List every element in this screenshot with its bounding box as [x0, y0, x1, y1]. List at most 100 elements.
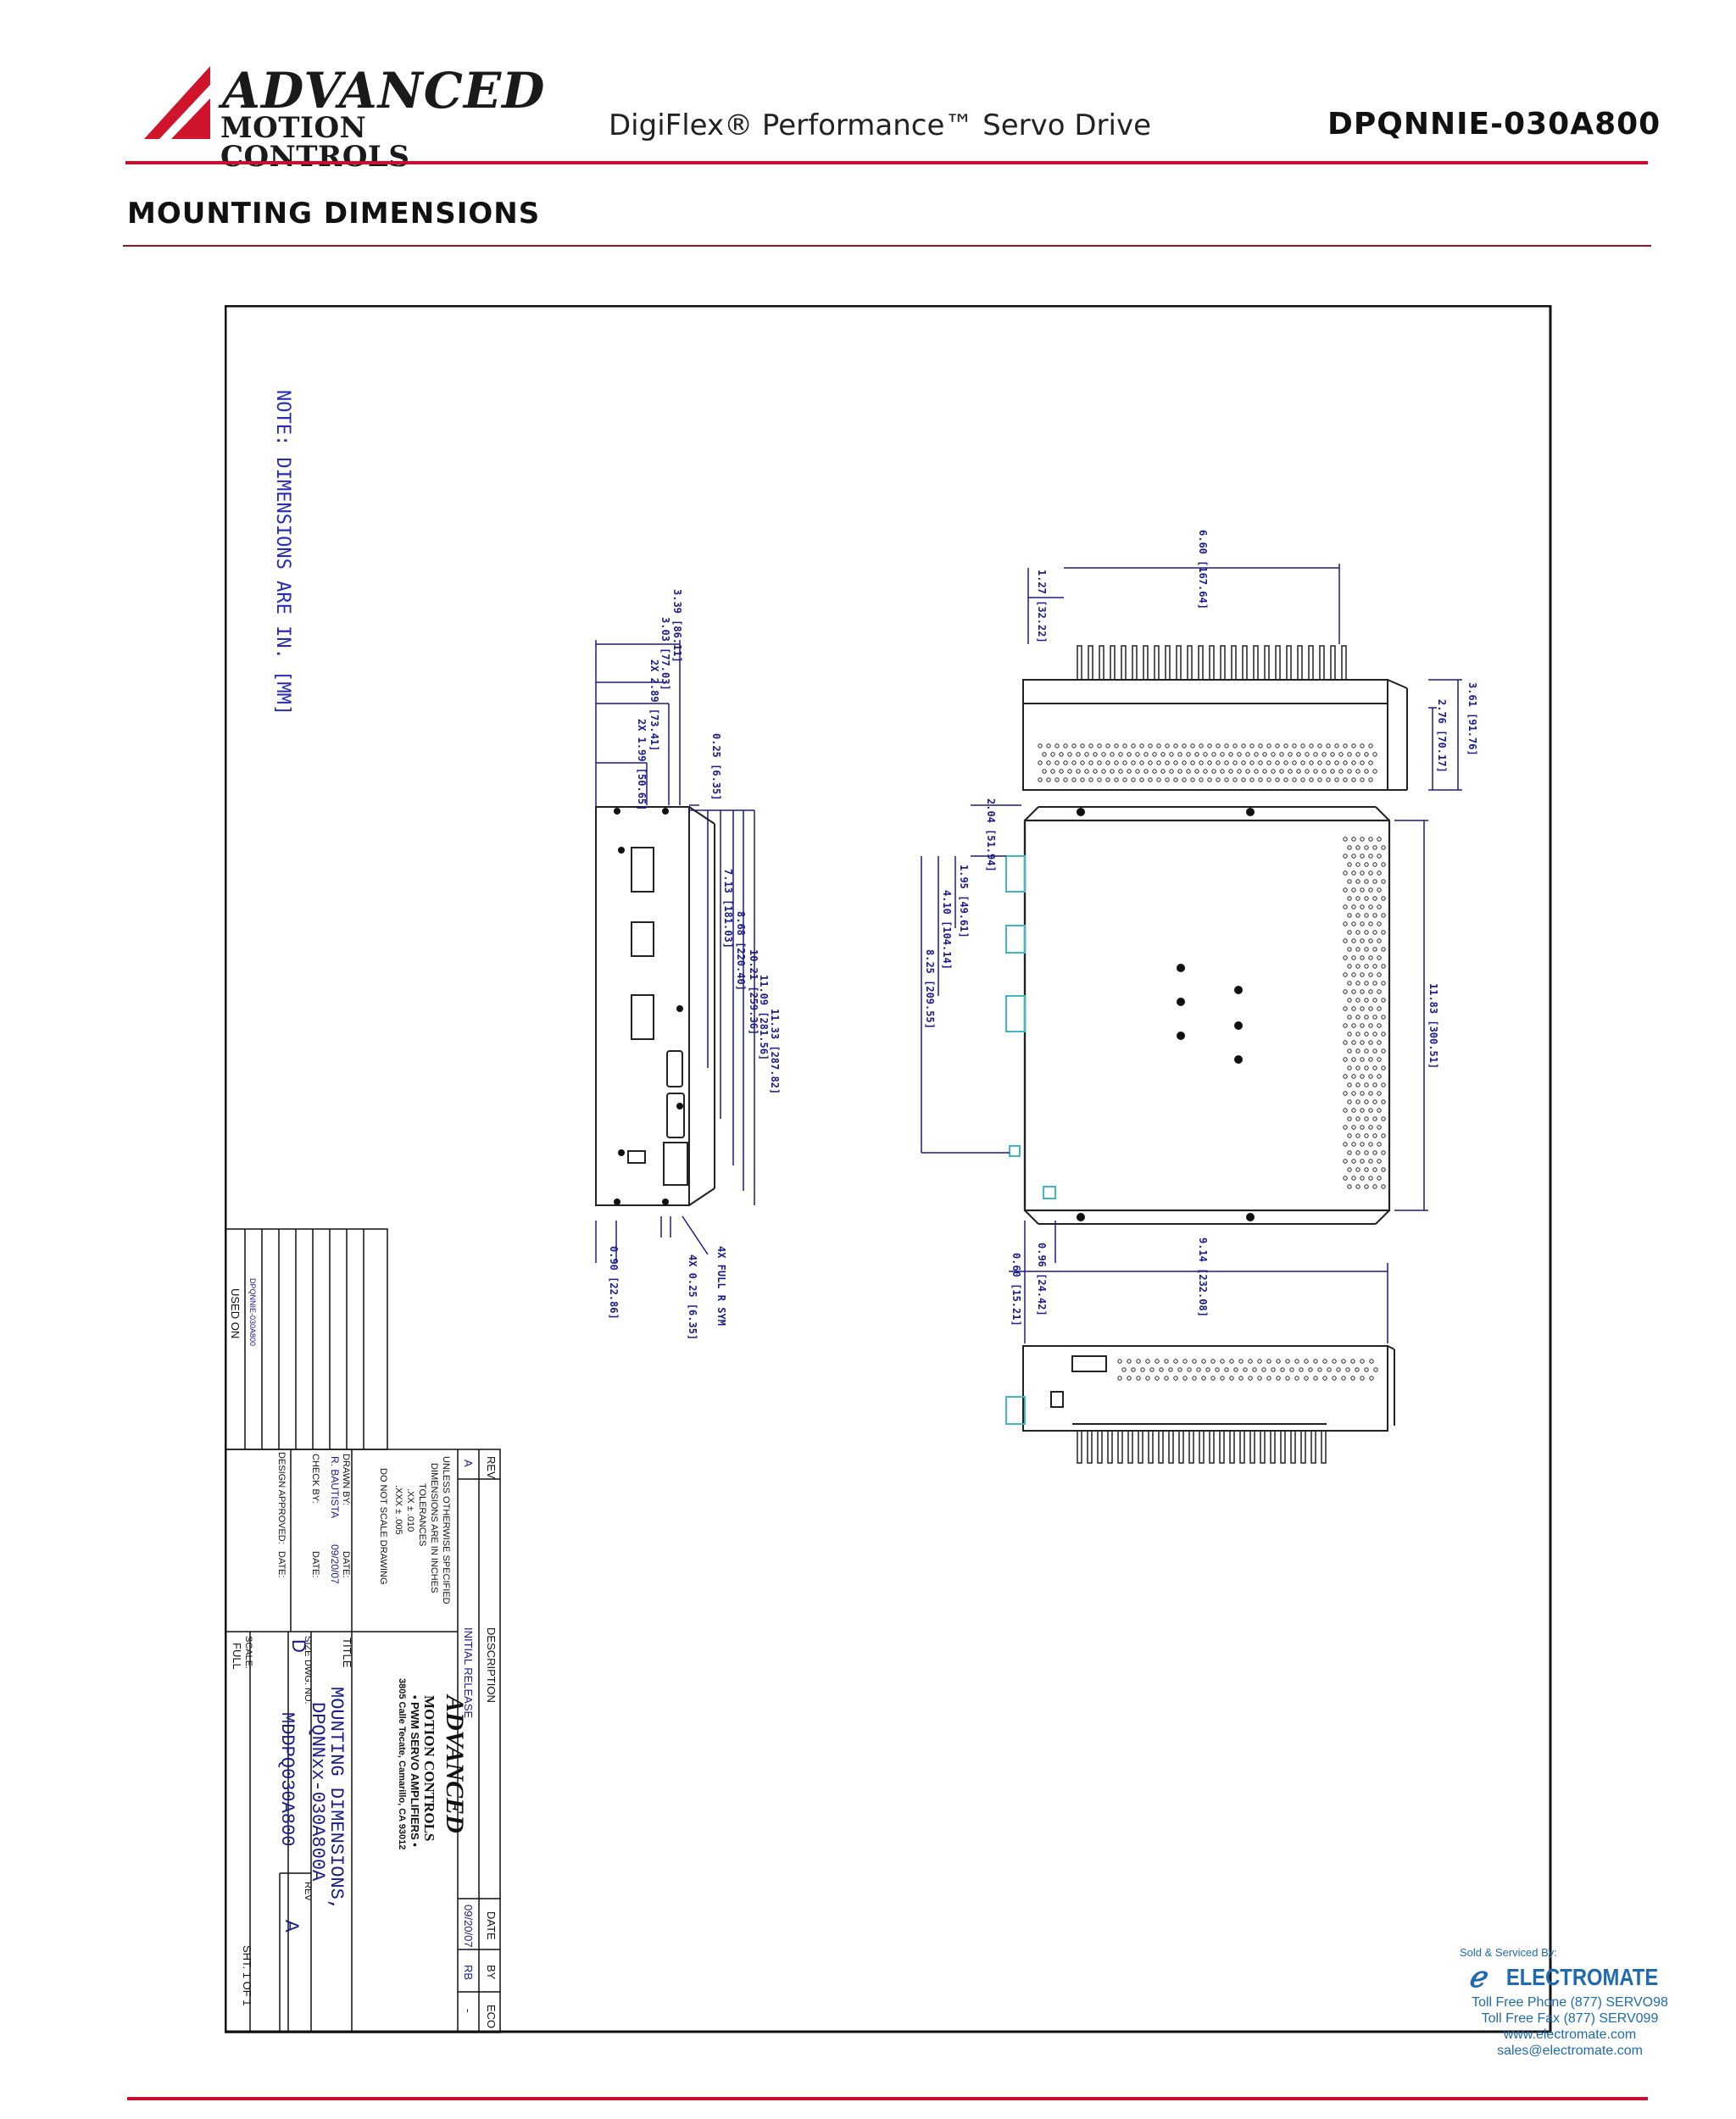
vent-hole [1296, 769, 1301, 774]
vent-hole [1360, 1108, 1365, 1113]
vent-hole [1304, 1376, 1309, 1381]
side-view-detail [1343, 837, 1386, 1189]
front-dim-2: 3.03 [77.03] [659, 617, 671, 691]
vent-hole [1042, 769, 1047, 774]
heatsink-fin [1132, 645, 1138, 681]
vent-hole [1377, 1040, 1382, 1045]
vent-hole [1360, 1074, 1365, 1079]
vent-hole [1127, 1376, 1132, 1381]
tb-by-value: RB [462, 1965, 475, 1980]
vent-hole [1368, 1142, 1373, 1147]
vent-hole [1377, 1057, 1382, 1062]
vent-hole [1038, 743, 1043, 748]
vent-hole [1368, 1159, 1373, 1164]
vent-hole [1360, 972, 1365, 977]
vent-hole [1347, 896, 1352, 901]
vent-hole [1351, 837, 1356, 842]
front-dim-9: 11.09 [281.56] [758, 975, 770, 1060]
vent-hole [1285, 1376, 1290, 1381]
vent-hole [1076, 752, 1081, 757]
vent-hole [1364, 896, 1369, 901]
vent-hole [1294, 1376, 1299, 1381]
vent-hole [1271, 1367, 1276, 1372]
side-dim-2: 1.95 [49.61] [958, 865, 970, 938]
heatsink-fin [1239, 1430, 1245, 1464]
heatsink-fin [1110, 645, 1116, 681]
heatsink-fin [1107, 1430, 1113, 1464]
vent-hole [1347, 752, 1352, 757]
vent-hole [1377, 989, 1382, 994]
vent-hole [1377, 1006, 1382, 1011]
phone-text: Toll Free Phone (877) SERVO98 [1472, 1995, 1668, 2010]
vent-hole [1211, 769, 1216, 774]
heatsink-fin [1321, 1430, 1327, 1464]
vent-hole [1187, 1367, 1192, 1372]
tb-scale-label: SCALE: [243, 1636, 253, 1669]
vent-hole [1364, 1082, 1369, 1087]
vent-hole [1364, 1116, 1369, 1121]
vent-hole [1347, 981, 1352, 986]
vent-hole [1364, 1048, 1369, 1054]
vent-hole [1355, 862, 1360, 867]
vent-hole [1351, 1006, 1356, 1011]
vent-hole [1351, 887, 1356, 893]
email-link[interactable]: sales@electromate.com [1497, 2044, 1643, 2058]
vent-hole [1364, 1184, 1369, 1189]
vent-hole [1261, 1367, 1266, 1372]
vent-hole [1155, 1376, 1160, 1381]
web-link[interactable]: www.electromate.com [1503, 2027, 1637, 2042]
heatsink-fin [1097, 1430, 1103, 1464]
vent-hole [1343, 837, 1348, 842]
vent-hole [1372, 862, 1377, 867]
tb-design-date-label: DATE: [276, 1551, 287, 1578]
heatsink-fin [1330, 645, 1336, 681]
vent-hole [1326, 777, 1331, 782]
vent-hole [1156, 777, 1161, 782]
vent-hole [1347, 998, 1352, 1003]
tb-by-header: BY [485, 1965, 498, 1980]
vent-hole [1118, 752, 1123, 757]
vent-hole [1360, 904, 1365, 909]
vent-hole [1377, 1159, 1382, 1164]
vent-hole [1292, 760, 1297, 765]
vent-hole [1360, 1376, 1365, 1381]
vent-hole [1258, 743, 1263, 748]
title-block [225, 1228, 501, 2033]
vent-hole [1360, 1125, 1365, 1130]
tb-scale-value: FULL [231, 1643, 243, 1670]
vent-hole [1355, 947, 1360, 952]
vent-hole [1220, 1359, 1225, 1364]
vent-hole [1368, 887, 1373, 893]
vent-hole [1114, 760, 1119, 765]
vent-hole [1063, 777, 1068, 782]
vent-hole [1177, 769, 1182, 774]
heatsink-fin [1275, 645, 1281, 681]
header-rule [125, 161, 1648, 164]
vent-hole [1229, 1376, 1234, 1381]
vent-hole [1127, 752, 1132, 757]
vent-hole [1097, 743, 1102, 748]
vent-hole [1347, 1032, 1352, 1037]
vent-hole [1241, 743, 1246, 748]
vent-hole [1093, 769, 1098, 774]
top-dim-1: 6.60 [167.64] [1197, 530, 1209, 609]
vent-hole [1372, 1167, 1377, 1172]
vent-hole [1330, 769, 1335, 774]
tb-title-label: TITLE [341, 1638, 353, 1668]
vent-hole [1343, 938, 1348, 943]
tb-rev-value: A [462, 1460, 475, 1467]
heatsink-fin [1242, 645, 1248, 681]
vent-hole [1207, 760, 1212, 765]
vent-hole [1131, 1367, 1136, 1372]
vent-hole [1372, 1032, 1377, 1037]
vent-hole [1343, 854, 1348, 859]
vent-hole [1360, 1176, 1365, 1181]
side-dim-4: 8.25 [209.55] [924, 949, 936, 1029]
vent-hole [1118, 769, 1123, 774]
vent-hole [1343, 1057, 1348, 1062]
vent-hole [1355, 1116, 1360, 1121]
vent-hole [1276, 1376, 1281, 1381]
vent-hole [1334, 760, 1339, 765]
vent-hole [1341, 1359, 1346, 1364]
vent-hole [1368, 1006, 1373, 1011]
